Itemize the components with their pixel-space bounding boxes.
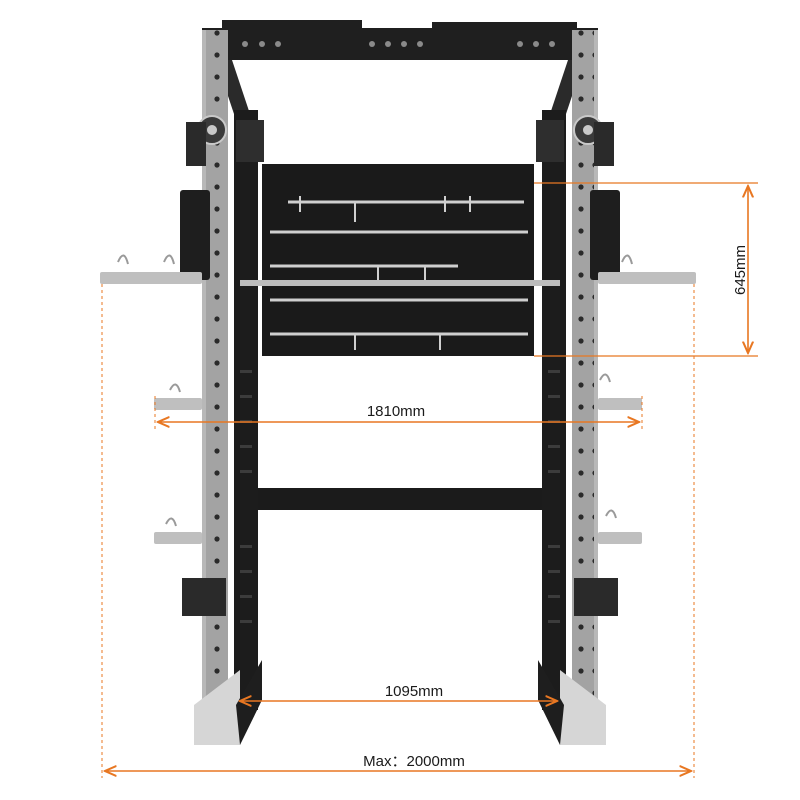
max-width-label: Max：2000mm	[363, 753, 465, 770]
left-weight-holder	[182, 578, 226, 616]
storage-panel	[262, 164, 534, 356]
lower-crossbar	[258, 488, 542, 510]
smith-bar	[240, 280, 560, 286]
left-pulley-assembly	[180, 115, 264, 280]
left-outer-upright	[202, 30, 228, 740]
dimension-annotations: 645mm 1810mm 1095mm Max：2000mm	[101, 182, 758, 778]
right-inner-upright	[542, 110, 566, 710]
left-inner-upright	[234, 110, 258, 710]
inner-width-label: 1095mm	[385, 683, 443, 700]
left-foot	[194, 670, 240, 745]
right-foot	[560, 670, 606, 745]
right-outer-upright	[572, 30, 598, 740]
plate-height-label: 645mm	[732, 245, 749, 295]
storage-bars	[270, 200, 528, 336]
top-crossbar	[202, 28, 598, 60]
right-weight-holder	[574, 578, 618, 616]
outer-width-label: 1810mm	[367, 403, 425, 420]
power-rack	[100, 20, 696, 745]
bar-sleeves	[100, 272, 696, 544]
right-pulley-assembly	[536, 115, 620, 280]
